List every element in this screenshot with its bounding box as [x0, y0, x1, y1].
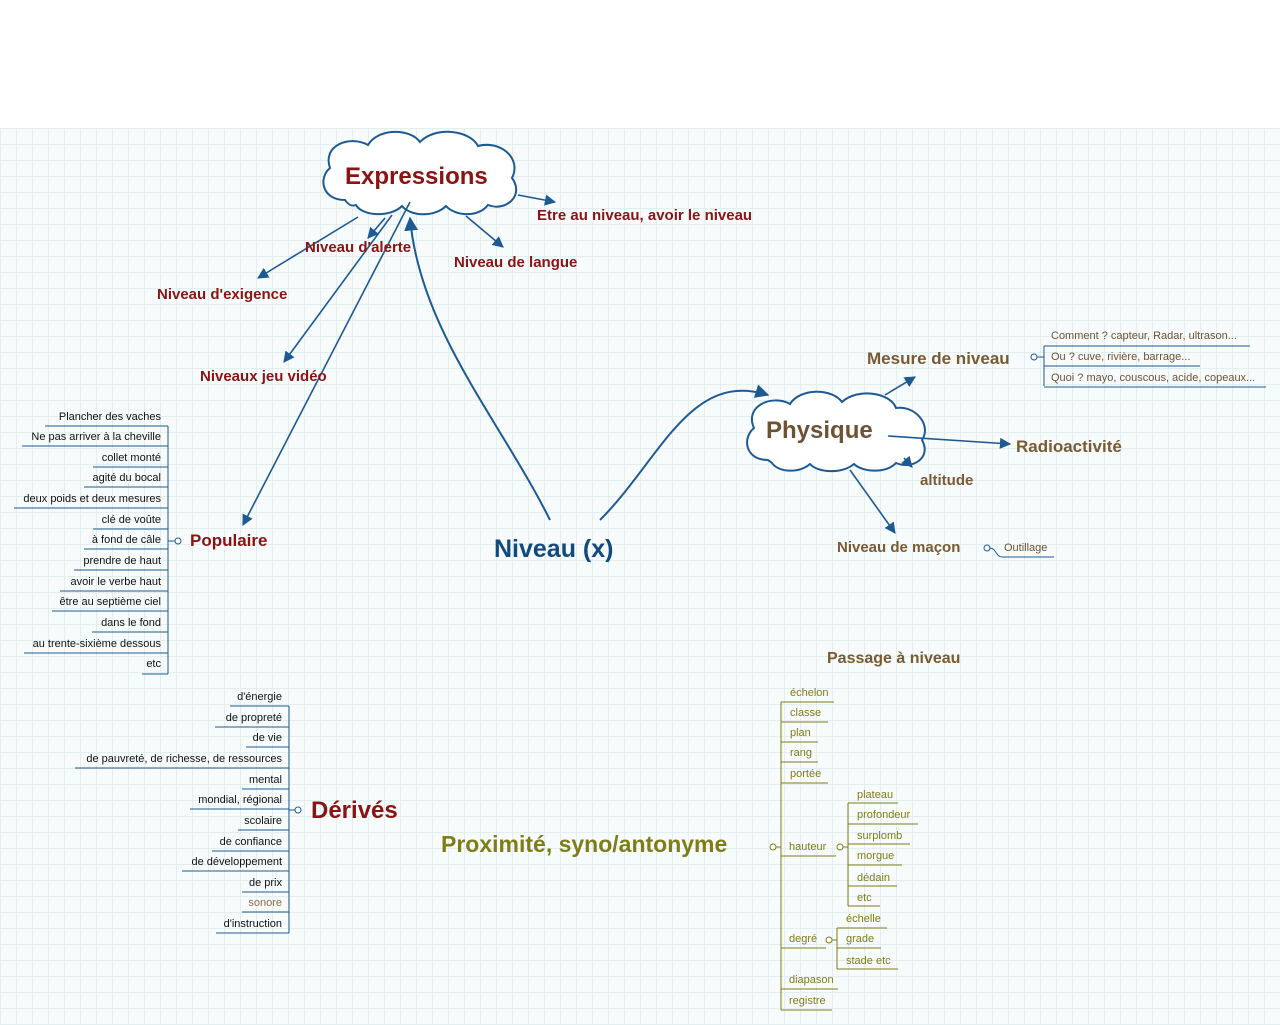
populaire-topic[interactable]: Populaire — [190, 531, 268, 550]
mesure-item[interactable]: Quoi ? mayo, couscous, acide, copeaux... — [1051, 372, 1256, 384]
proximite-item[interactable]: diapason — [789, 974, 834, 986]
proximite-item[interactable]: rang — [790, 747, 813, 759]
derives-item[interactable]: de prix — [248, 877, 282, 889]
proximite-item[interactable]: échelon — [790, 687, 829, 699]
populaire-item[interactable]: à fond de câle — [91, 534, 161, 546]
altitude[interactable]: altitude — [920, 472, 974, 489]
derives-item[interactable]: sonore — [248, 897, 282, 909]
expression-niveau-alerte[interactable]: Niveau d'alerte — [305, 239, 412, 256]
derives-item[interactable]: d'instruction — [223, 918, 282, 930]
expressions-topic[interactable]: Expressions — [345, 163, 488, 190]
degre-item[interactable]: grade — [846, 933, 875, 945]
map-canvas — [0, 128, 1280, 1025]
populaire-item[interactable]: être au septième ciel — [59, 596, 162, 608]
populaire-item[interactable]: Ne pas arriver à la cheville — [31, 431, 161, 443]
physique-cloud — [746, 390, 926, 473]
derives-item[interactable]: scolaire — [244, 815, 282, 827]
populaire-item[interactable]: prendre de haut — [83, 555, 161, 567]
hauteur-item[interactable]: etc — [857, 892, 872, 904]
derives-item[interactable]: de propreté — [225, 712, 282, 724]
passage-a-niveau[interactable]: Passage à niveau — [827, 650, 961, 667]
radioactivite[interactable]: Radioactivité — [1016, 437, 1122, 456]
proximite-topic[interactable]: Proximité, syno/antonyme — [441, 831, 728, 857]
expression-niveaux-jeu-video[interactable]: Niveaux jeu vidéo — [200, 368, 327, 385]
derives-item[interactable]: de confiance — [219, 836, 282, 848]
derives-item[interactable]: de développement — [191, 856, 282, 868]
derives-item[interactable]: d'énergie — [237, 691, 282, 703]
expression-etre-au-niveau[interactable]: Etre au niveau, avoir le niveau — [537, 207, 753, 224]
hauteur-item[interactable]: surplomb — [857, 830, 903, 842]
degre-item[interactable]: stade etc — [846, 955, 891, 967]
populaire-item[interactable]: Plancher des vaches — [58, 411, 161, 423]
derives-item[interactable]: de pauvreté, de richesse, de ressources — [86, 753, 282, 765]
central-topic[interactable]: Niveau (x) — [494, 535, 614, 563]
populaire-item[interactable]: etc — [146, 658, 161, 670]
populaire-item[interactable]: agité du bocal — [92, 472, 162, 484]
derives-item[interactable]: mental — [248, 774, 282, 786]
populaire-item[interactable]: collet monté — [101, 452, 161, 464]
hauteur-item[interactable]: dédain — [857, 872, 891, 884]
hauteur-item[interactable]: plateau — [857, 789, 894, 801]
hauteur-item[interactable]: profondeur — [857, 809, 911, 821]
derives-item[interactable]: de vie — [252, 732, 282, 744]
populaire-item[interactable]: dans le fond — [101, 617, 161, 629]
populaire-item[interactable]: deux poids et deux mesures — [23, 493, 161, 505]
expressions-cloud — [322, 130, 518, 216]
expression-niveau-exigence[interactable]: Niveau d'exigence — [157, 286, 288, 303]
expression-niveau-langue[interactable]: Niveau de langue — [454, 254, 578, 271]
physique-topic[interactable]: Physique — [766, 417, 873, 444]
populaire-item[interactable]: avoir le verbe haut — [70, 576, 162, 588]
proximite-item[interactable]: plan — [790, 727, 811, 739]
mesure-de-niveau[interactable]: Mesure de niveau — [867, 349, 1010, 368]
hauteur-node[interactable]: hauteur — [789, 841, 827, 853]
mesure-item[interactable]: Comment ? capteur, Radar, ultrason... — [1051, 330, 1237, 342]
proximite-item[interactable]: registre — [789, 995, 826, 1007]
mesure-item[interactable]: Ou ? cuve, rivière, barrage... — [1051, 351, 1191, 363]
derives-item[interactable]: mondial, régional — [198, 794, 282, 806]
populaire-item[interactable]: au trente-sixième dessous — [32, 638, 161, 650]
proximite-item[interactable]: portée — [790, 768, 822, 780]
populaire-item[interactable]: clé de voûte — [101, 514, 161, 526]
degre-node[interactable]: degré — [789, 933, 818, 945]
outillage[interactable]: Outillage — [1004, 542, 1048, 554]
niveau-de-macon[interactable]: Niveau de maçon — [837, 539, 961, 556]
hauteur-item[interactable]: morgue — [857, 850, 895, 862]
derives-topic[interactable]: Dérivés — [311, 797, 398, 824]
degre-item[interactable]: échelle — [846, 913, 881, 925]
proximite-item[interactable]: classe — [790, 707, 822, 719]
